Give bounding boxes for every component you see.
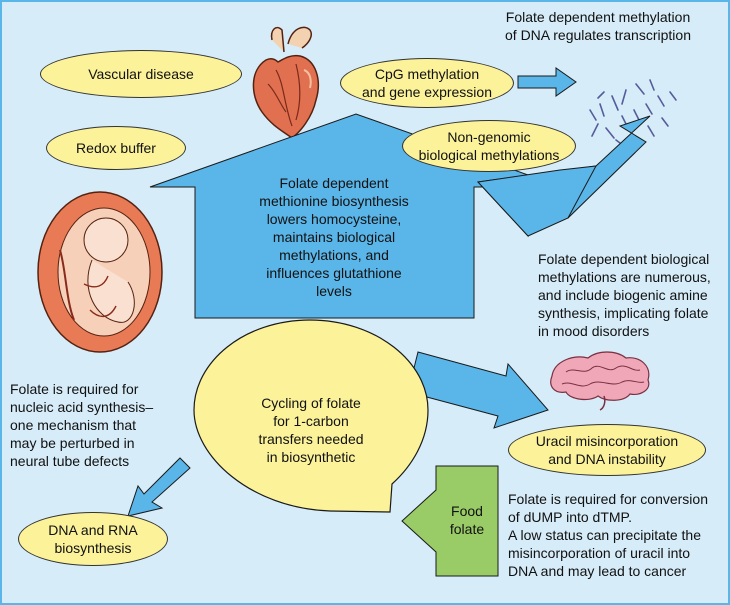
redox-buffer-ellipse: Redox buffer [46, 126, 186, 170]
dtmp-conversion-text: Folate is required for conversion of dUM… [508, 490, 708, 580]
dna-methylation-text: Folate dependent methylation of DNA regu… [476, 8, 720, 44]
cycling-circle-text: Cycling of folate for 1-carbon transfers… [216, 394, 406, 466]
nucleic-acid-text: Folate is required for nucleic acid synt… [10, 380, 153, 470]
non-genomic-ellipse: Non-genomic biological methylations [402, 120, 576, 172]
biological-methylations-text: Folate dependent biological methylations… [538, 250, 711, 340]
uracil-ellipse: Uracil misincorporation and DNA instabil… [508, 424, 706, 476]
cpg-methylation-ellipse: CpG methylation and gene expression [340, 58, 514, 108]
fetus-icon [38, 192, 162, 352]
dna-rna-ellipse: DNA and RNA biosynthesis [18, 512, 168, 566]
food-folate-text: Food folate [440, 502, 494, 538]
methionine-arrow-text: Folate dependent methionine biosynthesis… [196, 174, 472, 300]
vascular-disease-ellipse: Vascular disease [40, 50, 242, 98]
